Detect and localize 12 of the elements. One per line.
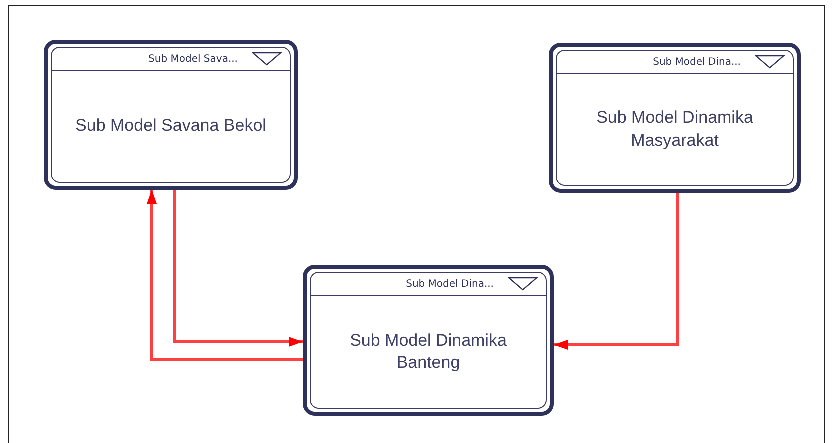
- arrow: [554, 193, 680, 350]
- submodel-title: Sub Model Savana Bekol: [76, 115, 266, 138]
- submodel-box: [549, 43, 801, 193]
- submodel-title: Sub Model Dinamika Masyarakat: [596, 107, 754, 152]
- arrow: [174, 190, 303, 347]
- submodel-header: Sub Model Dina...: [653, 56, 741, 68]
- submodel-box: [303, 265, 554, 416]
- submodel-title: Sub Model Dinamika Banteng: [349, 330, 508, 374]
- arrow: [147, 190, 303, 362]
- submodel-header: Sub Model Sava...: [148, 54, 238, 64]
- submodel-box: [44, 40, 298, 190]
- submodel-header: Sub Model Dina...: [406, 278, 494, 290]
